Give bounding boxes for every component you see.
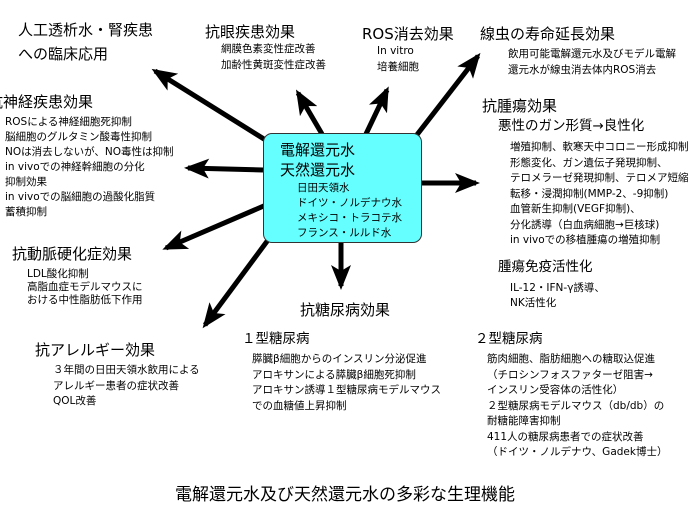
eye-line: 加齢性黄斑変性症改善 <box>221 58 326 71</box>
nematode-line: 飲用可能電解還元水及びモデル電解 <box>508 48 676 60</box>
neuro-line: in vivoでの神経幹細胞の分化 <box>5 161 145 173</box>
type2-line: 筋肉細胞、脂肪細胞への糖取込促進 <box>487 353 655 365</box>
arrow-dialysis <box>151 68 274 147</box>
dialysis-block: 人工透析水・腎疾患 への臨床応用 <box>18 18 153 66</box>
center-box: 電解還元水 天然還元水 日田天領水 ドイツ・ノルデナウ水 メキシコ・トラコテ水 … <box>263 133 422 243</box>
eye-line: 網膜色素変性症改善 <box>221 43 316 55</box>
tumor-heading: 抗腫瘍効果 <box>482 97 558 115</box>
arrow-neuro <box>184 158 264 179</box>
tumor-line: 転移・浸潤抑制(MMP-2、-9抑制) <box>510 187 669 200</box>
ros-line: In vitro <box>377 45 414 57</box>
neuro-line: NOは消去しないが、NO毒性は抑制 <box>5 146 174 158</box>
athero-heading: 抗動脈硬化症効果 <box>12 245 133 263</box>
athero-line: 高脂血症モデルマウスに <box>27 281 143 293</box>
tumor-line: IL-12・IFN-γ誘導、 <box>510 281 605 294</box>
type2-line: （チロシンフォスファターゼ阻害→ <box>487 368 653 381</box>
center-title: 電解還元水 天然還元水 <box>280 140 355 180</box>
tumor-block: 抗腫瘍効果 悪性のガン形質→良性化 増殖抑制、軟寒天中コロニー形成抑制 形態変化… <box>482 96 689 312</box>
type1-line: アロキサンによる膵臓β細胞死抑制 <box>252 368 416 381</box>
type1-line: 膵臓β細胞からのインスリン分泌促進 <box>252 353 427 365</box>
athero-line: LDL酸化抑制 <box>27 268 89 280</box>
type1-heading: １型糖尿病 <box>242 331 310 347</box>
tumor-line: 形態変化、ガン遺伝子発現抑制、 <box>510 156 668 169</box>
diagram-caption: 電解還元水及び天然還元水の多彩な生理機能 <box>175 485 515 505</box>
allergy-line: QOL改善 <box>53 395 97 407</box>
type2-line: （ドイツ・ノルデナウ、Gadek博士） <box>487 446 668 458</box>
water-item: ドイツ・ノルデナウ水 <box>297 197 402 209</box>
neuro-line: 脳細胞のグルタミン酸毒性抑制 <box>5 131 152 143</box>
tumor-line: 増殖抑制、軟寒天中コロニー形成抑制 <box>510 141 689 153</box>
neuro-line: 抑制効果 <box>5 176 47 188</box>
nematode-heading: 線虫の寿命延長効果 <box>480 25 616 43</box>
arrow-athero <box>162 202 267 251</box>
type2-heading: ２型糖尿病 <box>475 331 543 347</box>
arrow-nematode <box>414 52 481 138</box>
type1-line: での血糖値上昇抑制 <box>252 399 347 412</box>
type2-line: 411人の糖尿病患者での症状改善 <box>487 430 644 443</box>
diabetes-heading: 抗糖尿病効果 <box>300 301 391 319</box>
athero-line: おける中性脂肪低下作用 <box>27 294 143 306</box>
allergy-heading: 抗アレルギー効果 <box>35 341 156 359</box>
tumor-line: テロメラーゼ発現抑制、テロメア短縮 <box>510 172 689 184</box>
ros-block: ROS消去効果 In vitro 培養細胞 <box>362 24 454 75</box>
neuro-line: 蓄積抑制 <box>5 206 47 218</box>
type1-line: アロキサン誘導１型糖尿病モデルマウス <box>252 384 441 396</box>
center-title-line: 天然還元水 <box>280 161 356 179</box>
arrow-ros <box>363 86 390 136</box>
eye-heading: 抗眼疾患効果 <box>205 23 296 41</box>
neuro-heading: 抗神経疾患効果 <box>0 93 94 111</box>
water-item: メキシコ・トラコテ水 <box>297 212 402 224</box>
neuro-block: 抗神経疾患効果 ROSによる神経細胞死抑制 脳細胞のグルタミン酸毒性抑制 NOは… <box>0 92 174 220</box>
athero-block: 抗動脈硬化症効果 LDL酸化抑制 高脂血症モデルマウスに おける中性脂肪低下作用 <box>12 244 143 307</box>
tumor-line: in vivoでの移植腫瘍の増殖抑制 <box>510 234 661 246</box>
tumor-line: 分化誘導（白血病細胞→巨核球) <box>510 218 660 231</box>
ros-heading: ROS消去効果 <box>362 25 454 43</box>
tumor-subheading: 腫瘍免疫活性化 <box>498 258 593 275</box>
type2-line: 耐糖能障害抑制 <box>487 415 561 427</box>
eye-block: 抗眼疾患効果 網膜色素変性症改善 加齢性黄斑変性症改善 <box>205 22 326 73</box>
water-item: 日田天領水 <box>297 182 350 194</box>
type2-line: インスリン受容体の活性化） <box>487 384 624 396</box>
arrow-eye <box>295 89 325 136</box>
arrow-allergy <box>202 238 271 329</box>
dialysis-line: 人工透析水・腎疾患 <box>18 21 154 39</box>
water-item: フランス・ルルド水 <box>297 227 392 239</box>
type2-line: ２型糖尿病モデルマウス（db/db）の <box>487 399 665 412</box>
tumor-line: 血管新生抑制(VEGF抑制)、 <box>510 203 641 215</box>
ros-line: 培養細胞 <box>377 60 419 73</box>
allergy-line: アレルギー患者の症状改善 <box>53 379 179 392</box>
allergy-line: ３年間の日田天領水飲用による <box>53 364 200 376</box>
neuro-line: ROSによる神経細胞死抑制 <box>5 116 132 128</box>
allergy-block: 抗アレルギー効果 ３年間の日田天領水飲用による アレルギー患者の症状改善 QOL… <box>35 340 200 410</box>
diabetes-type1-block: １型糖尿病 膵臓β細胞からのインスリン分泌促進 アロキサンによる膵臓β細胞死抑制… <box>242 330 441 414</box>
tumor-line: NK活性化 <box>510 297 557 309</box>
nematode-line: 還元水が線虫消去体内ROS消去 <box>508 63 657 76</box>
dialysis-line: への臨床応用 <box>18 45 109 63</box>
nematode-block: 線虫の寿命延長効果 飲用可能電解還元水及びモデル電解 還元水が線虫消去体内ROS… <box>480 24 676 78</box>
diabetes-type2-block: ２型糖尿病 筋肉細胞、脂肪細胞への糖取込促進 （チロシンフォスファターゼ阻害→ … <box>475 330 667 461</box>
neuro-line: in vivoでの脳細胞の過酸化脂質 <box>5 191 156 203</box>
water-list: 日田天領水 ドイツ・ノルデナウ水 メキシコ・トラコテ水 フランス・ルルド水 <box>297 181 402 241</box>
center-title-line: 電解還元水 <box>280 141 356 159</box>
tumor-subheading: 悪性のガン形質→良性化 <box>498 118 645 134</box>
